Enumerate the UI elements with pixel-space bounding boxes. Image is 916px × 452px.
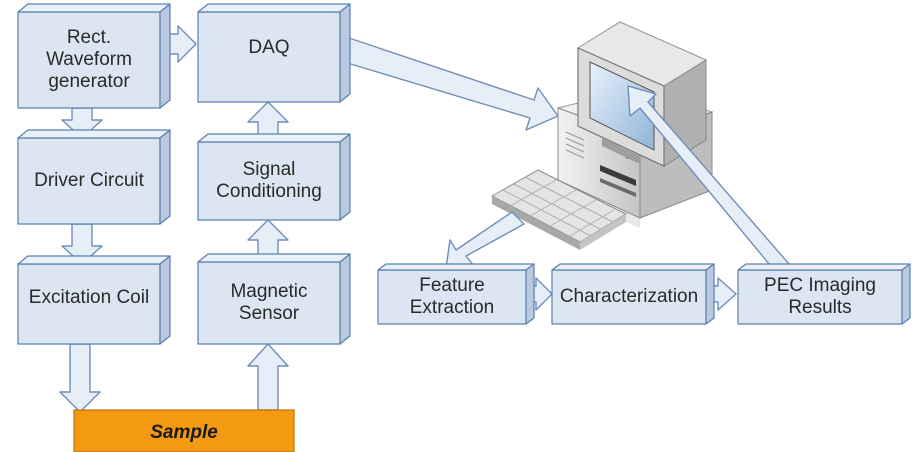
waveform-generator-block	[17, 3, 171, 109]
feature-extraction-block	[377, 263, 535, 325]
signal-conditioning-block	[197, 133, 351, 221]
sample-block	[73, 409, 295, 452]
characterization-block	[551, 263, 715, 325]
arrow-daq-to-computer	[341, 37, 559, 131]
pec-imaging-results-block	[737, 263, 911, 325]
arrow-waveform-to-driver	[61, 107, 103, 139]
excitation-coil-block	[17, 255, 171, 345]
magnetic-sensor-block	[197, 253, 351, 345]
arrow-driver-to-excitation	[61, 223, 103, 265]
arrow-pec-to-computer	[627, 85, 797, 283]
monitor-icon	[577, 47, 665, 167]
arrow-excitation-to-sample	[59, 343, 101, 413]
arrow-keyboard-to-feature	[445, 211, 525, 269]
keyboard-icon	[490, 169, 628, 250]
arrow-sample-to-sensor	[247, 343, 289, 411]
daq-block	[197, 3, 351, 103]
driver-circuit-block	[17, 129, 171, 225]
